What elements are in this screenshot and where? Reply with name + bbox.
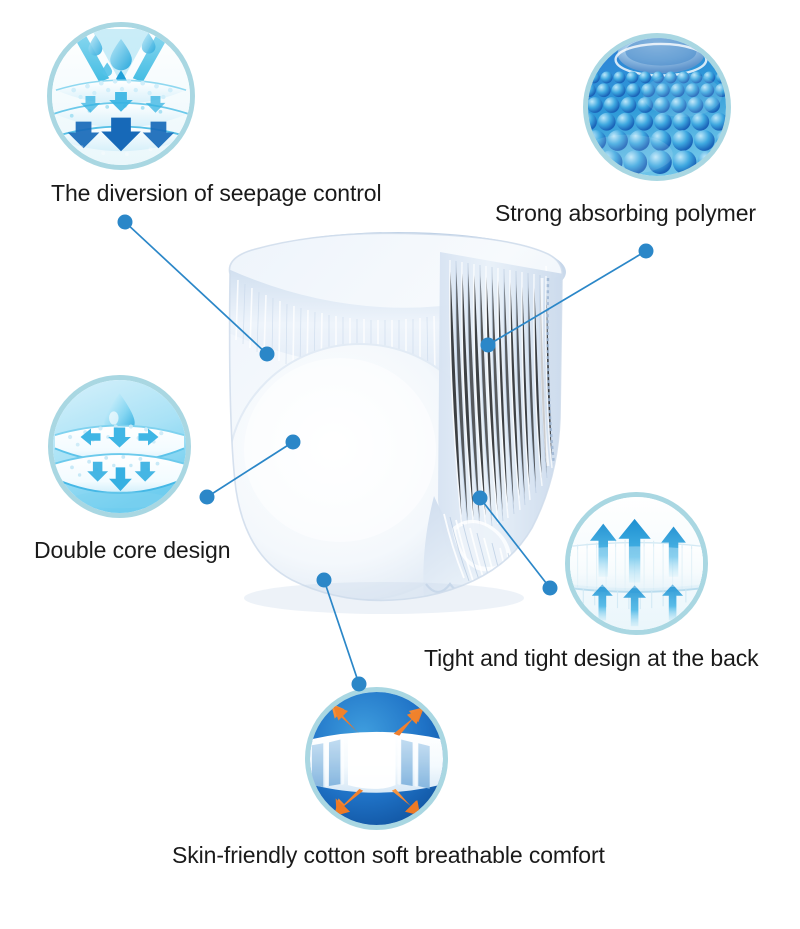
- feature-circle-tight-back: [565, 492, 708, 635]
- polymer-beads-icon: [588, 38, 726, 176]
- feature-label-absorbing-polymer: Strong absorbing polymer: [495, 200, 756, 226]
- feature-circle-breathable-cotton: [305, 687, 448, 830]
- feature-label-seepage-control: The diversion of seepage control: [51, 180, 382, 206]
- feature-label-breathable-cotton: Skin-friendly cotton soft breathable com…: [172, 842, 605, 868]
- leader-dot-absorbing-polymer-outer: [638, 243, 654, 259]
- feature-circle-seepage-control: [47, 22, 195, 170]
- feature-circle-double-core: [48, 375, 191, 518]
- product-image: [212, 228, 584, 618]
- feature-label-double-core: Double core design: [34, 537, 231, 563]
- breathable-waistband-arrows-icon: [310, 692, 443, 825]
- upward-airflow-arrows-icon: [570, 497, 703, 630]
- leader-dot-seepage-control-outer: [117, 214, 133, 230]
- feature-label-tight-back: Tight and tight design at the back: [424, 645, 759, 671]
- feature-circle-absorbing-polymer: [583, 33, 731, 181]
- double-core-layers-icon: [53, 380, 186, 513]
- liquid-diversion-layers-icon: [52, 27, 190, 165]
